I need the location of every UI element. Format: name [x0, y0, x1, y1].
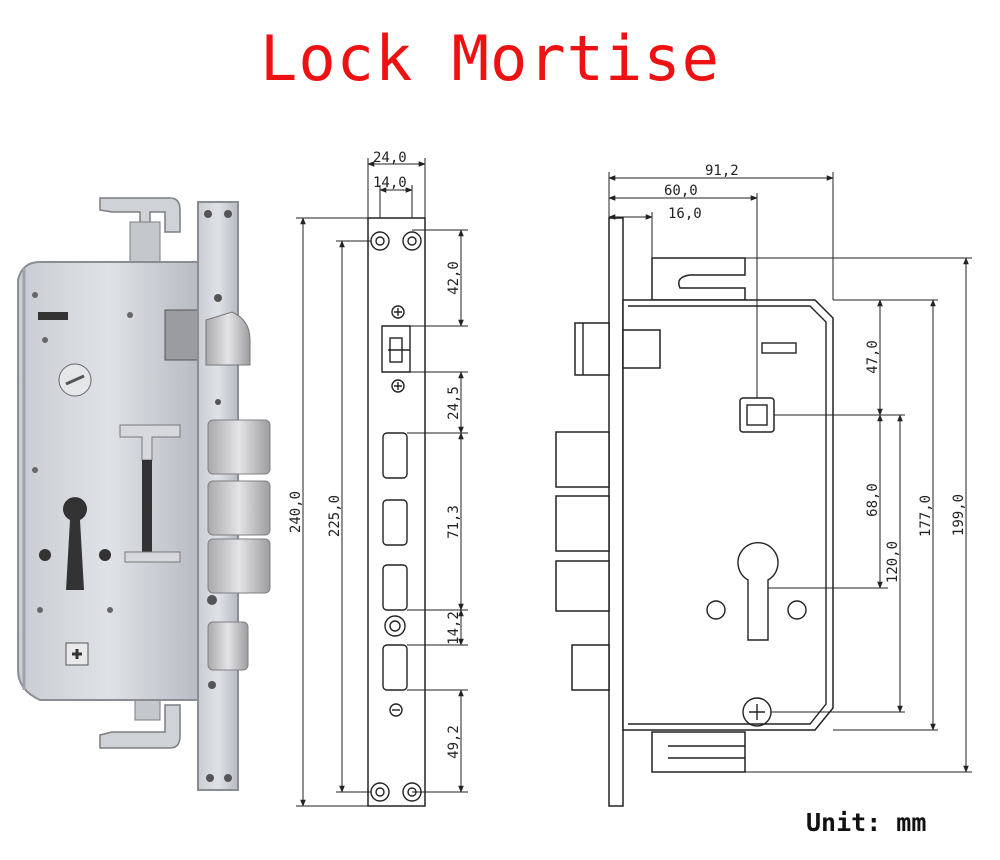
dim-top-to-latch: 42,0	[446, 261, 462, 295]
dim-height-holes: 225,0	[327, 495, 343, 537]
dim-spindle-to-screw: 120,0	[885, 541, 901, 583]
dim-depth-spindle: 60,0	[664, 183, 698, 199]
dim-overall-height: 199,0	[951, 494, 967, 536]
page-title: Lock Mortise	[260, 22, 720, 95]
front-view-drawing: 24,0 14,0 240,0 225,0 42,0 24,5 71,3 14,…	[288, 150, 468, 807]
dim-bottom-offset: 49,2	[446, 725, 462, 759]
dim-case-height: 177,0	[918, 495, 934, 537]
dim-spindle-offset: 47,0	[865, 340, 881, 374]
dim-depth-total: 91,2	[705, 163, 739, 179]
lock-photo	[17, 197, 271, 791]
unit-label: Unit: mm	[806, 808, 927, 837]
dim-depth-faceplate: 16,0	[668, 206, 702, 222]
dim-latch-to-bolt: 24,5	[446, 386, 462, 420]
dim-width-holes: 14,0	[373, 175, 407, 191]
dim-height-total: 240,0	[288, 491, 304, 533]
dim-spindle-to-cylinder: 68,0	[865, 483, 881, 517]
dim-cylinder-gap: 14,2	[446, 611, 462, 645]
side-view-drawing: 91,2 60,0 16,0 47,0 68,0 120,0 177,0 199…	[555, 163, 972, 807]
dim-width-total: 24,0	[373, 150, 407, 166]
dim-bolt-span: 71,3	[446, 505, 462, 539]
